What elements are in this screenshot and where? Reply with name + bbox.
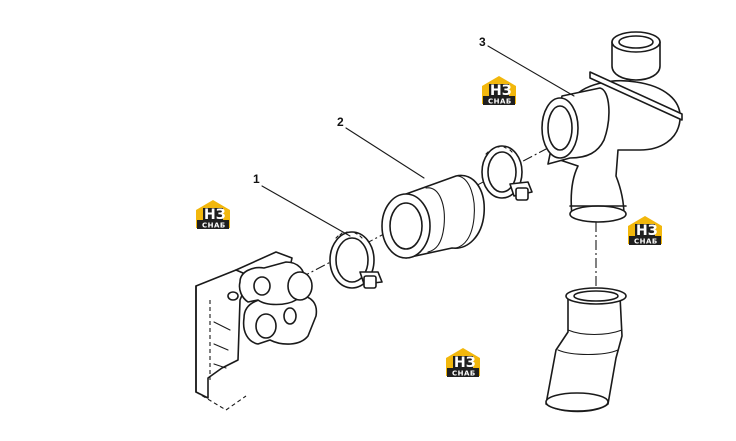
watermark-logo: НЗ СНАБ	[628, 216, 662, 246]
logo-plate	[197, 220, 229, 229]
logo-mark: НЗ	[490, 83, 512, 99]
callout-1: 1	[253, 172, 260, 186]
logo-label: СНАБ	[452, 370, 476, 378]
logo-label: СНАБ	[202, 222, 226, 230]
logo-mark: НЗ	[454, 355, 476, 371]
watermark-logo: НЗ СНАБ	[446, 348, 480, 378]
mounting-bracket	[195, 251, 318, 411]
callout-leaders	[261, 45, 575, 237]
watermark-logo: НЗ СНАБ	[196, 200, 230, 230]
part-2-coupling-sleeve	[381, 174, 485, 259]
elbow-pipe	[545, 287, 627, 413]
watermark-logo: НЗ СНАБ	[482, 76, 516, 106]
part-3-hose-clamp	[481, 145, 533, 201]
logo-label: СНАБ	[634, 238, 658, 246]
part-1-hose-clamp	[329, 231, 383, 289]
logo-label: СНАБ	[488, 98, 512, 106]
logo-mark: НЗ	[204, 207, 226, 223]
part-3-housing	[541, 31, 683, 223]
callout-3: 3	[479, 35, 486, 49]
callout-2: 2	[337, 115, 344, 129]
logo-mark: НЗ	[636, 223, 658, 239]
